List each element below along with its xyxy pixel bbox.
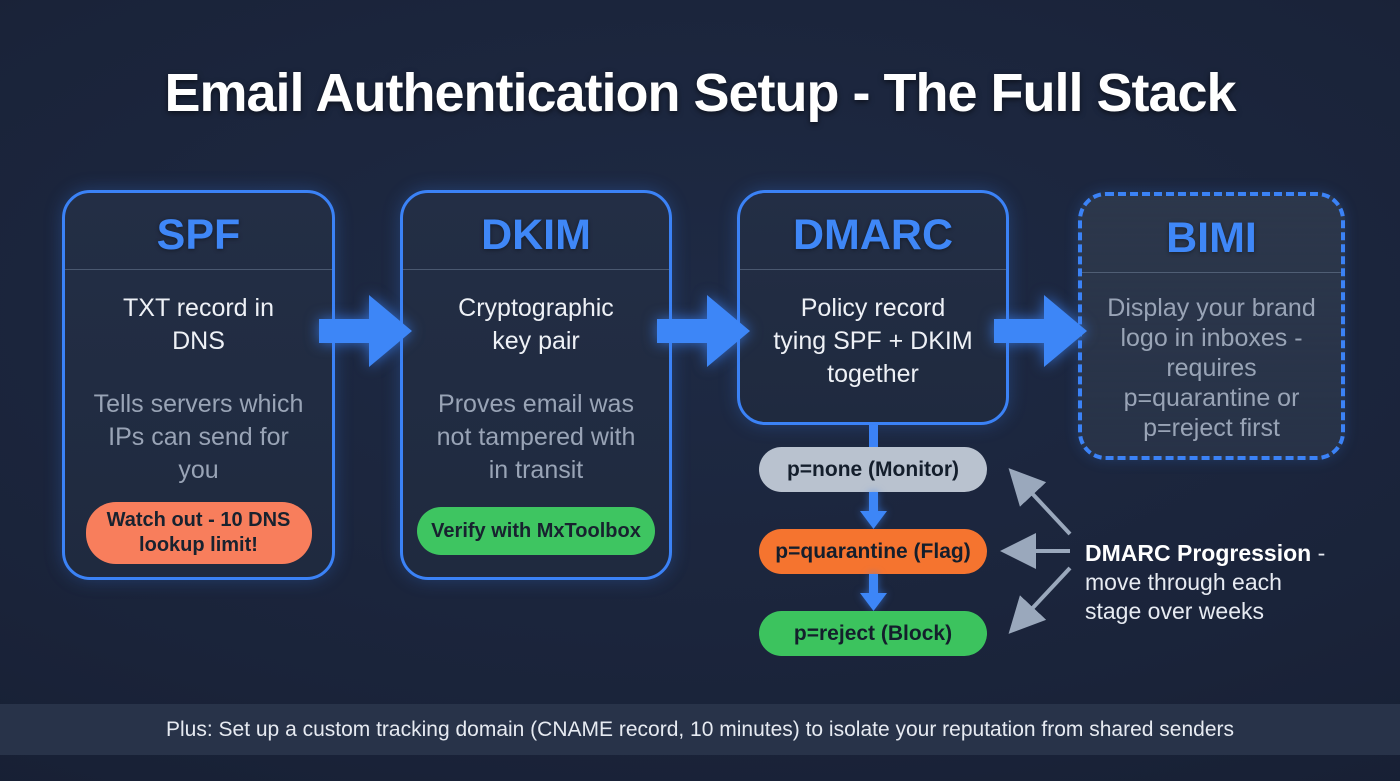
- card-bimi-secondary-text: Display your brand logo in inboxes - req…: [1107, 294, 1316, 442]
- card-spf: SPF TXT record in DNS Tells servers whic…: [62, 190, 335, 580]
- stage-pill-none: p=none (Monitor): [759, 447, 987, 492]
- spf-warning-badge: Watch out - 10 DNS lookup limit!: [85, 502, 312, 564]
- stage-pill-quarantine: p=quarantine (Flag): [759, 529, 987, 574]
- card-bimi: BIMI Display your brand logo in inboxes …: [1078, 192, 1345, 460]
- footer-text: Plus: Set up a custom tracking domain (C…: [166, 717, 1234, 741]
- card-dkim: DKIM Cryptographic key pair Proves email…: [400, 190, 672, 580]
- card-bimi-title: BIMI: [1082, 196, 1341, 273]
- down-arrow-icon: [860, 574, 887, 611]
- card-dkim-title: DKIM: [403, 193, 669, 270]
- footer-bar: Plus: Set up a custom tracking domain (C…: [0, 704, 1400, 755]
- card-dkim-secondary-text: Proves email was not tampered with in tr…: [436, 390, 636, 484]
- stage-pill-reject: p=reject (Block): [759, 611, 987, 656]
- progression-note-title: DMARC Progression: [1085, 540, 1312, 566]
- card-spf-primary-text: TXT record in DNS: [123, 294, 274, 355]
- card-dmarc-title: DMARC: [740, 193, 1006, 270]
- card-dmarc: DMARC Policy record tying SPF + DKIM tog…: [737, 190, 1009, 425]
- dkim-verify-badge: Verify with MxToolbox: [417, 507, 655, 555]
- progression-note-body: - move through each stage over weeks: [1085, 540, 1326, 624]
- dmarc-connector-line: [869, 423, 878, 449]
- flow-arrow-icon: [657, 295, 750, 367]
- down-arrow-icon: [860, 492, 887, 529]
- card-spf-title: SPF: [65, 193, 332, 270]
- progression-note: DMARC Progression - move through each st…: [1085, 539, 1365, 626]
- flow-arrow-icon: [319, 295, 412, 367]
- card-dmarc-primary-text: Policy record tying SPF + DKIM together: [773, 294, 973, 388]
- card-spf-secondary-text: Tells servers which IPs can send for you: [93, 390, 304, 484]
- flow-arrow-icon: [994, 295, 1087, 367]
- page-title: Email Authentication Setup - The Full St…: [164, 63, 1236, 123]
- progression-arrows-icon: [1000, 468, 1072, 634]
- card-dkim-primary-text: Cryptographic key pair: [458, 294, 614, 355]
